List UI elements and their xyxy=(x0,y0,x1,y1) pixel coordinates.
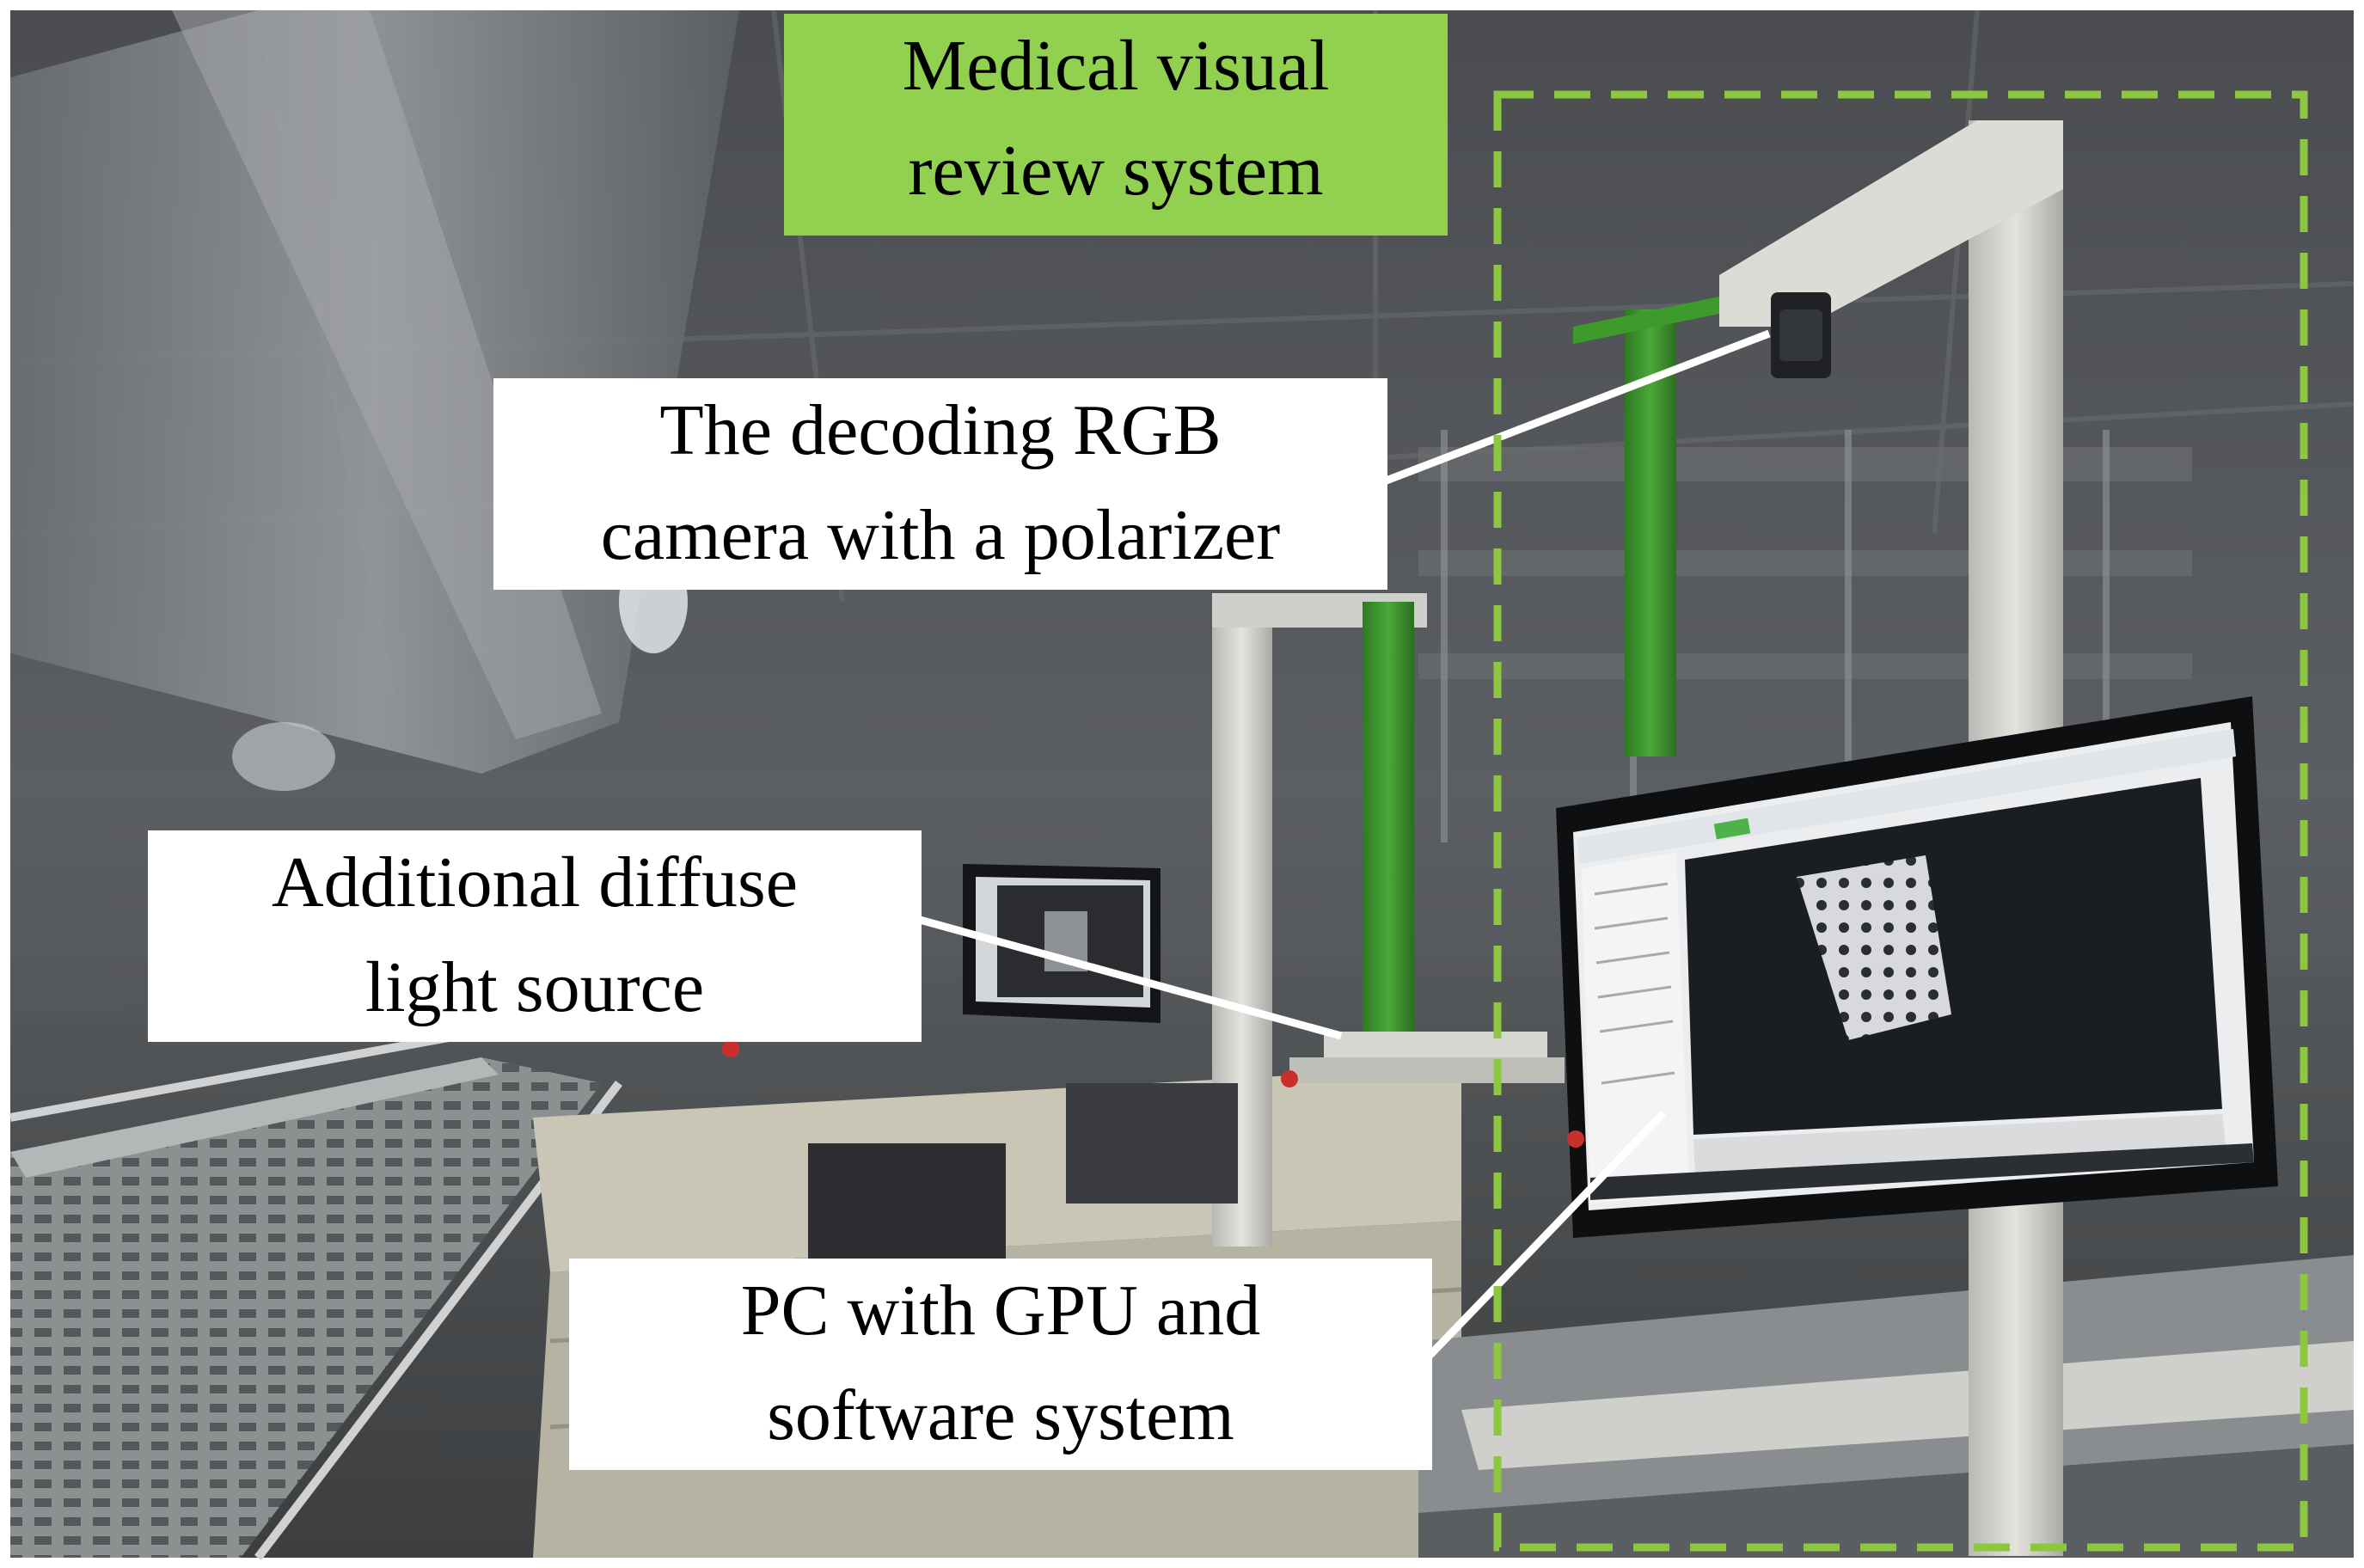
camera-callout-line-1: The decoding RGB xyxy=(659,390,1222,470)
light-source-callout-line-1: Additional diffuse xyxy=(271,842,799,922)
system-title-line-2: review system xyxy=(908,131,1324,211)
camera-callout-line-2: camera with a polarizer xyxy=(600,495,1281,575)
pc-callout-line-2: software system xyxy=(767,1375,1234,1455)
system-title-box: Medical visual review system xyxy=(784,14,1448,236)
pc-callout: PC with GPU and software system xyxy=(569,1259,1432,1470)
light-source-callout: Additional diffuse light source xyxy=(148,830,922,1042)
system-title-line-1: Medical visual xyxy=(902,26,1330,106)
light-source-callout-line-2: light source xyxy=(364,947,705,1027)
pc-callout-line-1: PC with GPU and xyxy=(740,1271,1261,1351)
camera-callout: The decoding RGB camera with a polarizer xyxy=(493,378,1387,590)
